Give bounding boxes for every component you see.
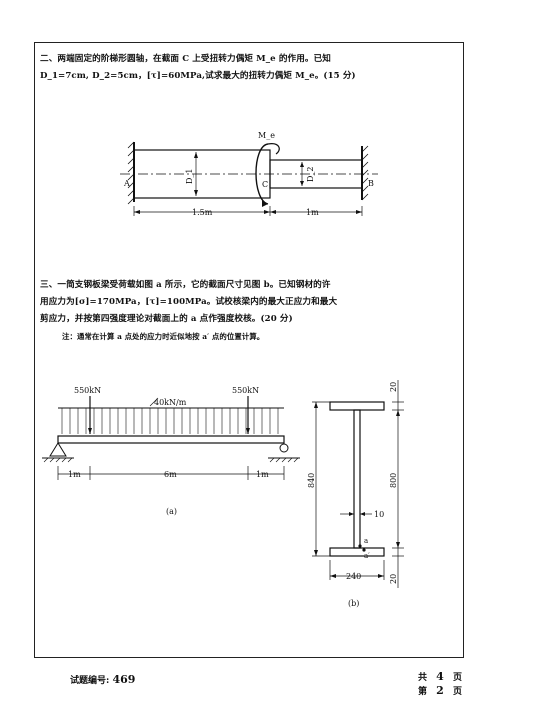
label-D1: D_1 <box>185 168 194 184</box>
label-len-right: 1m <box>306 208 319 217</box>
label-web-thickness: 10 <box>374 510 384 519</box>
label-load-right: 550kN <box>232 386 259 395</box>
label-B: B <box>368 179 374 188</box>
exam-number: 试题编号: 469 <box>70 673 135 686</box>
label-dim-right: 1m <box>256 470 269 479</box>
page-frame <box>34 42 464 658</box>
problem3-line2: 用应力为[σ]=170MPa，[τ]=100MPa。试校核梁内的最大正应力和最大 <box>40 297 338 307</box>
label-C: C <box>262 180 268 189</box>
page-unit: 页 <box>452 687 462 697</box>
problem3-line1: 三、一简支钢板梁受荷载如图 a 所示，它的截面尺寸见图 b。已知钢材的许 <box>40 280 331 290</box>
page-label: 第 <box>418 687 428 697</box>
label-point-a-prime: a′ <box>364 552 370 560</box>
label-Me: M_e <box>258 131 275 140</box>
label-A: A <box>123 179 130 188</box>
total-pages: 共 4 页 <box>418 670 462 683</box>
label-dim-mid: 6m <box>164 470 177 479</box>
page-no-value: 2 <box>436 684 444 697</box>
label-point-a: a <box>364 537 368 545</box>
label-width: 240 <box>346 572 361 581</box>
total-unit: 页 <box>452 673 462 683</box>
label-top-flange: 20 <box>389 382 398 392</box>
label-load-left: 550kN <box>74 386 101 395</box>
exam-number-value: 469 <box>112 673 136 686</box>
total-label: 共 <box>418 673 428 683</box>
label-total-height: 840 <box>307 473 316 488</box>
problem2-line2: D_1=7cm, D_2=5cm，[τ]=60MPa,试求最大的扭转力偶矩 M_… <box>40 71 356 81</box>
label-D2: D_2 <box>306 166 315 182</box>
label-dist-load: 40kN/m <box>154 398 187 407</box>
problem2-line1: 二、两端固定的阶梯形圆轴，在截面 C 上受扭转力偶矩 M_e 的作用。已知 <box>40 54 332 64</box>
problem3-note: 注：通常在计算 a 点处的应力时近似地按 a′ 点的位置计算。 <box>62 332 265 341</box>
label-len-left: 1.5m <box>192 208 213 217</box>
total-pages-value: 4 <box>436 670 444 683</box>
label-dim-left: 1m <box>68 470 81 479</box>
caption-b: (b) <box>348 599 359 608</box>
label-web-height: 800 <box>389 473 398 488</box>
current-page: 第 2 页 <box>418 684 462 697</box>
exam-number-label: 试题编号: <box>70 676 110 686</box>
problem3-line3: 剪应力，并按第四强度理论对截面上的 a 点作强度校核。(20 分) <box>40 314 293 324</box>
label-bottom-flange: 20 <box>389 574 398 584</box>
caption-a: (a) <box>166 507 177 516</box>
